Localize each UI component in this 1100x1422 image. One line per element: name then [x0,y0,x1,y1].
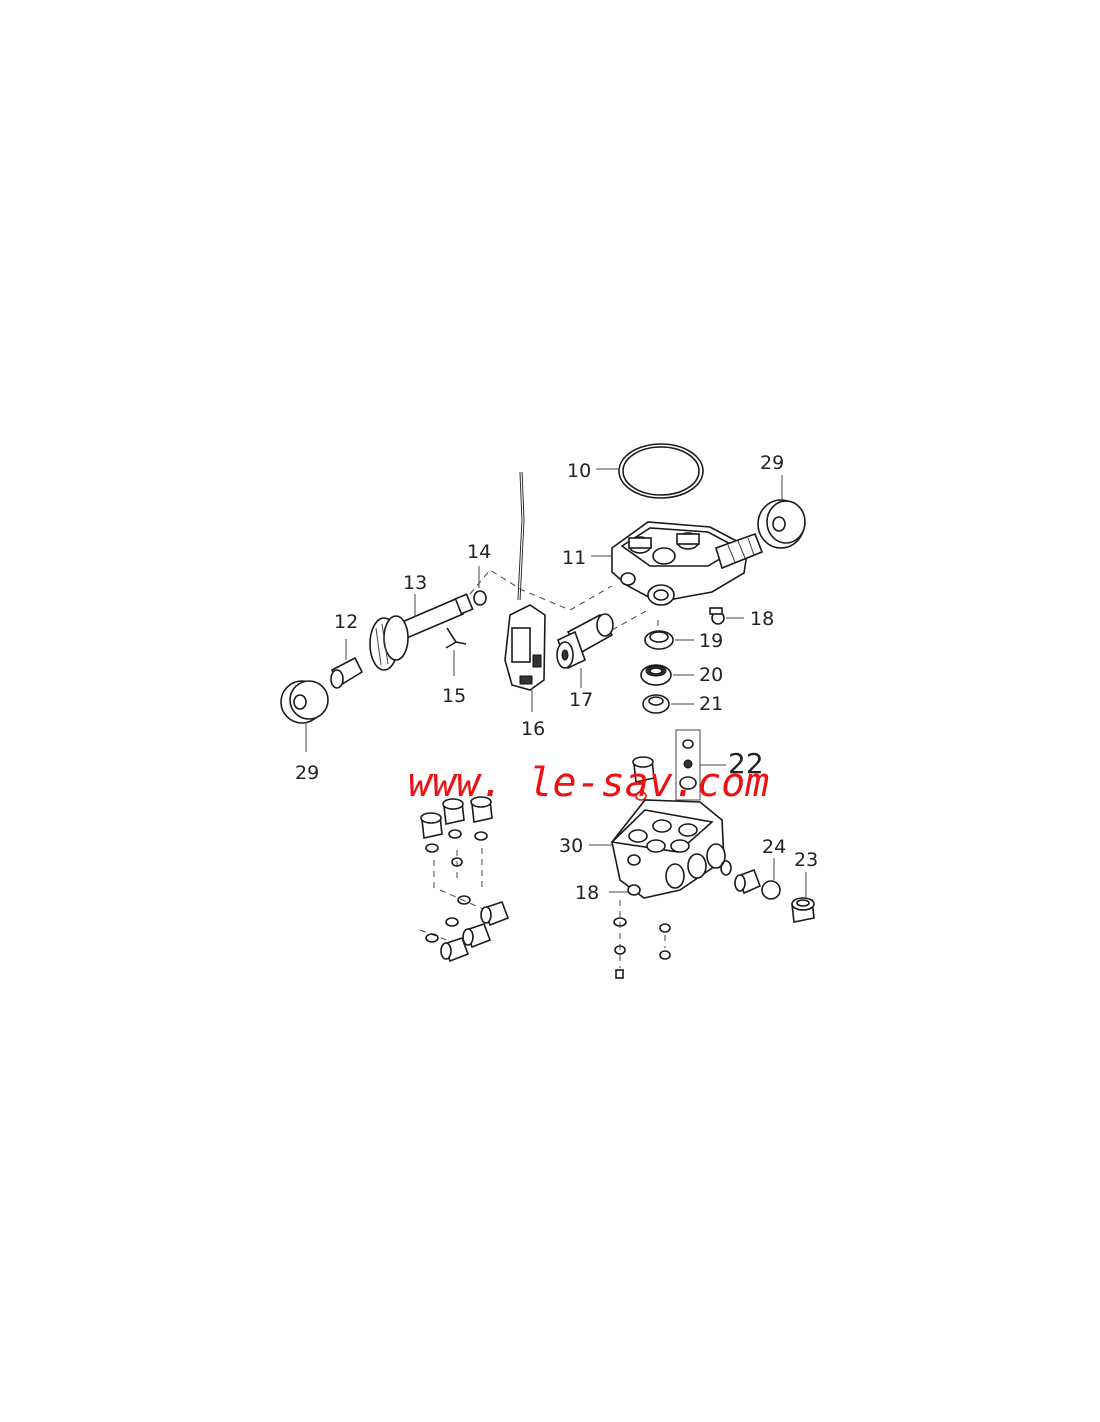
label-part-12: 12 [334,611,358,633]
label-part-23: 23 [794,849,818,871]
part-29-disc-top [757,475,806,549]
label-part-18-bottom: 18 [575,882,599,904]
check-valve-cluster-left [420,796,510,963]
part-24-valve-oring [720,858,781,900]
label-part-30: 30 [559,835,583,857]
part-23-plug [791,872,815,923]
part-12-nozzle [330,639,364,689]
label-part-11: 11 [562,547,586,569]
part-16-pressure-switch [504,471,546,712]
label-part-22: 22 [728,747,764,780]
part-20-seal-spring [640,664,694,686]
part-29-disc-left [280,680,329,752]
label-part-18-top: 18 [750,608,774,630]
part-14-small-o-ring [473,566,487,606]
part-19-seal [644,630,694,650]
part-10-o-ring [596,443,704,499]
part-30-cylinder-block [589,799,726,899]
label-part-29-left: 29 [295,762,319,784]
washers-below-block [613,900,671,979]
part-18-screw-bottom [609,884,641,896]
label-part-24: 24 [762,836,786,858]
label-part-13: 13 [403,572,427,594]
watermark-text: www. le-sav.com [408,760,769,806]
label-part-19: 19 [699,630,723,652]
part-15-clip [445,627,467,676]
part-11-pump-head [591,521,764,606]
label-part-20: 20 [699,664,723,686]
label-part-10: 10 [567,460,591,482]
part-18-screw-top [709,607,744,625]
part-22-valve-kit [632,729,726,801]
part-labels: 10 29 11 14 13 12 18 19 20 15 17 21 16 2… [295,452,818,904]
part-13-injector-shaft [369,593,474,671]
label-part-15: 15 [442,685,466,707]
label-part-14: 14 [467,541,491,563]
part-17-valve-cartridge [556,613,614,688]
label-part-29-top: 29 [760,452,784,474]
label-part-17: 17 [569,689,593,711]
label-part-21: 21 [699,693,723,715]
label-part-16: 16 [521,718,545,740]
part-21-washer [642,694,694,714]
